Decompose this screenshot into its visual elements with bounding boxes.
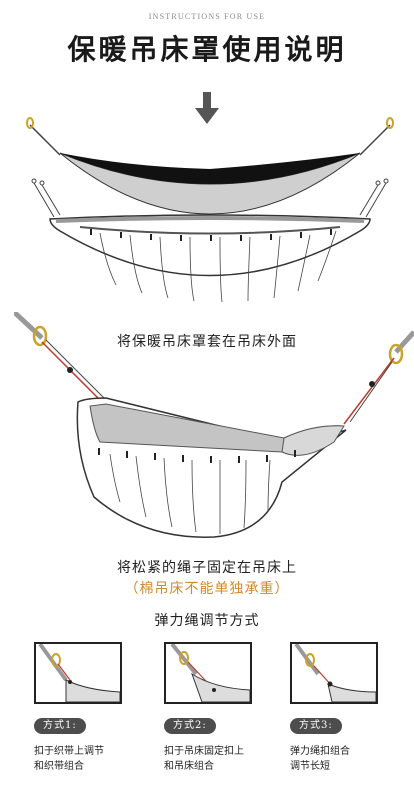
method1-label: 方式1: xyxy=(34,718,86,734)
method3-description: 弹力绳扣组合 调节长短 xyxy=(290,744,390,774)
method1-desc-line2: 和织带组合 xyxy=(34,761,84,772)
method2-desc-line2: 和吊床组合 xyxy=(164,761,214,772)
method3-label: 方式3: xyxy=(290,718,342,734)
hammock-cover-illustration xyxy=(26,117,394,303)
method1-description: 扣于织带上调节 和织带组合 xyxy=(34,744,134,774)
method3-desc-line2: 调节长短 xyxy=(290,761,330,772)
method3-diagram xyxy=(290,642,378,704)
step2-caption: 将松紧的绳子固定在吊床上 xyxy=(117,560,297,576)
carabiner-icon xyxy=(32,325,48,347)
method2-label: 方式2: xyxy=(164,718,216,734)
method1-diagram xyxy=(34,642,122,704)
hammock-attached-illustration xyxy=(14,312,414,538)
down-arrow-icon xyxy=(195,92,219,124)
method1-desc-line1: 扣于织带上调节 xyxy=(34,746,104,757)
carabiner-icon xyxy=(388,343,404,365)
subtitle: INSTRUCTIONS FOR USE xyxy=(148,12,266,21)
hammock-icon xyxy=(26,117,394,215)
method2-desc-line1: 扣于吊床固定扣上 xyxy=(164,746,244,757)
step1-caption: 将保暖吊床罩套在吊床外面 xyxy=(117,334,297,350)
underquilt-icon xyxy=(31,178,389,303)
method2-description: 扣于吊床固定扣上 和吊床组合 xyxy=(164,744,264,774)
method2-diagram xyxy=(164,642,252,704)
page-title: 保暖吊床罩使用说明 xyxy=(67,33,347,66)
step2-warning: （棉吊床不能单独承重） xyxy=(124,581,290,597)
method3-desc-line1: 弹力绳扣组合 xyxy=(290,746,350,757)
methods-heading: 弹力绳调节方式 xyxy=(154,613,260,629)
